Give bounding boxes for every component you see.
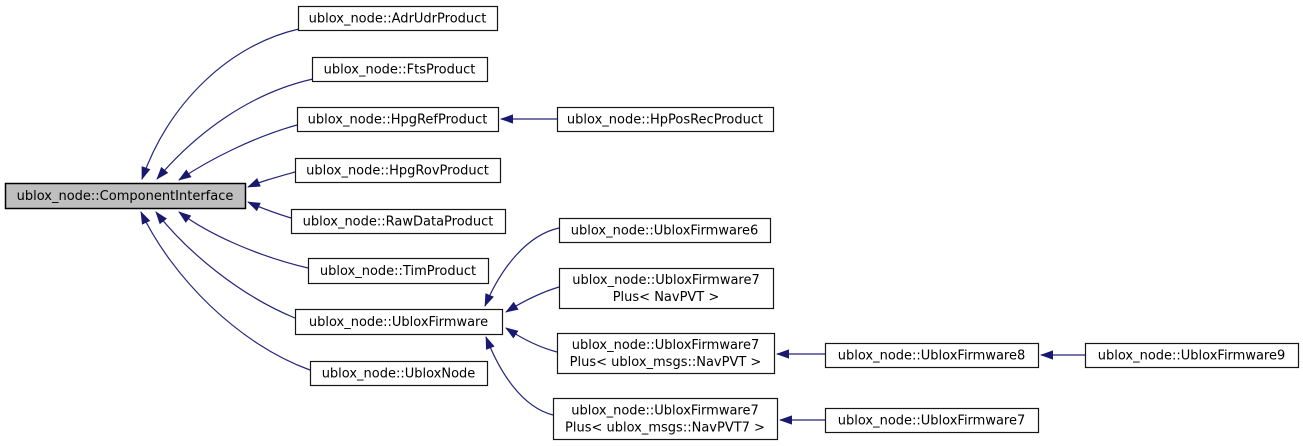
inheritance-edge-ublox-firmware6-to-ublox-firmware bbox=[484, 227, 560, 307]
class-node-label-ublox-firmware7-plus-navpvt-line2: Plus< NavPVT > bbox=[613, 290, 720, 305]
class-node-label-tim-product: ublox_node::TimProduct bbox=[320, 264, 476, 279]
class-node-hp-pos-rec-product[interactable]: ublox_node::HpPosRecProduct bbox=[556, 106, 775, 133]
class-node-ublox-firmware[interactable]: ublox_node::UbloxFirmware bbox=[294, 308, 504, 336]
class-node-label-ublox-firmware6: ublox_node::UbloxFirmware6 bbox=[571, 224, 759, 239]
inheritance-edge-ublox-firmware7-plus-ublox-msgs-navpvt-to-ublox-firmware bbox=[505, 327, 558, 353]
class-node-label-ublox-node: ublox_node::UbloxNode bbox=[322, 367, 476, 382]
class-node-ublox-firmware7[interactable]: ublox_node::UbloxFirmware7 bbox=[824, 407, 1040, 434]
class-node-label-hpg-ref-product: ublox_node::HpgRefProduct bbox=[308, 113, 488, 128]
class-node-box-ublox-firmware7[interactable] bbox=[824, 407, 1040, 434]
class-node-hpg-ref-product[interactable]: ublox_node::HpgRefProduct bbox=[296, 106, 500, 133]
inheritance-edge-adr-udr-product-to-component-interface bbox=[141, 28, 300, 180]
class-node-ublox-firmware6[interactable]: ublox_node::UbloxFirmware6 bbox=[558, 217, 772, 244]
class-node-box-ublox-firmware9[interactable] bbox=[1084, 342, 1300, 369]
class-node-box-ublox-firmware6[interactable] bbox=[558, 217, 772, 244]
class-node-box-raw-data-product[interactable] bbox=[290, 208, 507, 235]
class-node-label-ublox-firmware7: ublox_node::UbloxFirmware7 bbox=[838, 414, 1026, 429]
class-node-label-fts-product: ublox_node::FtsProduct bbox=[324, 63, 476, 78]
class-node-adr-udr-product[interactable]: ublox_node::AdrUdrProduct bbox=[297, 5, 499, 32]
class-node-label-ublox-firmware9: ublox_node::UbloxFirmware9 bbox=[1098, 349, 1286, 364]
inheritance-edge-hpg-rov-product-to-component-interface bbox=[247, 171, 296, 188]
inheritance-edge-hpg-ref-product-to-component-interface bbox=[178, 124, 298, 181]
class-node-label-component-interface: ublox_node::ComponentInterface bbox=[17, 189, 234, 204]
class-node-box-ublox-firmware7-plus-ublox-msgs-navpvt[interactable] bbox=[556, 332, 776, 375]
class-node-box-fts-product[interactable] bbox=[311, 56, 489, 83]
class-node-box-hpg-rov-product[interactable] bbox=[294, 157, 502, 184]
class-node-label-ublox-firmware7-plus-ublox-msgs-navpvt-line1: ublox_node::UbloxFirmware7 bbox=[572, 338, 760, 353]
class-node-fts-product[interactable]: ublox_node::FtsProduct bbox=[311, 56, 489, 83]
inheritance-edge-tim-product-to-component-interface bbox=[178, 211, 309, 269]
class-node-label-ublox-firmware: ublox_node::UbloxFirmware bbox=[309, 315, 488, 330]
class-node-ublox-firmware9[interactable]: ublox_node::UbloxFirmware9 bbox=[1084, 342, 1300, 369]
class-node-ublox-node[interactable]: ublox_node::UbloxNode bbox=[309, 360, 489, 387]
inheritance-edge-raw-data-product-to-component-interface bbox=[247, 201, 292, 219]
class-node-label-ublox-firmware8: ublox_node::UbloxFirmware8 bbox=[838, 349, 1026, 364]
class-node-label-hp-pos-rec-product: ublox_node::HpPosRecProduct bbox=[567, 113, 763, 128]
class-node-box-ublox-firmware7-plus-navpvt[interactable] bbox=[558, 267, 775, 310]
class-node-box-ublox-firmware7-plus-ublox-msgs-navpvt7[interactable] bbox=[552, 397, 779, 441]
inheritance-edge-ublox-firmware7-plus-ublox-msgs-navpvt7-to-ublox-firmware bbox=[485, 336, 554, 416]
class-node-ublox-firmware8[interactable]: ublox_node::UbloxFirmware8 bbox=[824, 342, 1040, 369]
class-node-tim-product[interactable]: ublox_node::TimProduct bbox=[307, 257, 490, 285]
class-node-label-ublox-firmware7-plus-ublox-msgs-navpvt7-line1: ublox_node::UbloxFirmware7 bbox=[571, 404, 759, 419]
class-node-hpg-rov-product[interactable]: ublox_node::HpgRovProduct bbox=[294, 157, 502, 184]
class-node-label-ublox-firmware7-plus-navpvt-line1: ublox_node::UbloxFirmware7 bbox=[572, 273, 760, 288]
class-node-box-ublox-firmware[interactable] bbox=[294, 308, 504, 336]
class-node-label-ublox-firmware7-plus-ublox-msgs-navpvt7-line2: Plus< ublox_msgs::NavPVT7 > bbox=[565, 421, 765, 436]
inheritance-edge-ublox-firmware7-plus-navpvt-to-ublox-firmware bbox=[505, 286, 560, 313]
class-node-raw-data-product[interactable]: ublox_node::RawDataProduct bbox=[290, 208, 507, 235]
class-node-label-hpg-rov-product: ublox_node::HpgRovProduct bbox=[306, 164, 489, 179]
class-node-box-tim-product[interactable] bbox=[307, 257, 490, 285]
class-node-box-hpg-ref-product[interactable] bbox=[296, 106, 500, 133]
class-node-box-ublox-firmware8[interactable] bbox=[824, 342, 1040, 369]
class-node-box-component-interface bbox=[4, 182, 247, 210]
class-node-box-hp-pos-rec-product[interactable] bbox=[556, 106, 775, 133]
class-node-label-adr-udr-product: ublox_node::AdrUdrProduct bbox=[309, 12, 487, 27]
inheritance-edge-ublox-firmware-to-component-interface bbox=[155, 211, 296, 319]
inheritance-edge-ublox-node-to-component-interface bbox=[140, 211, 311, 371]
class-node-box-adr-udr-product[interactable] bbox=[297, 5, 499, 32]
class-node-box-ublox-node[interactable] bbox=[309, 360, 489, 387]
class-node-label-ublox-firmware7-plus-ublox-msgs-navpvt-line2: Plus< ublox_msgs::NavPVT > bbox=[570, 355, 762, 370]
inheritance-edge-fts-product-to-component-interface bbox=[156, 78, 314, 180]
class-node-component-interface: ublox_node::ComponentInterface bbox=[4, 182, 247, 210]
class-node-label-raw-data-product: ublox_node::RawDataProduct bbox=[303, 215, 494, 230]
